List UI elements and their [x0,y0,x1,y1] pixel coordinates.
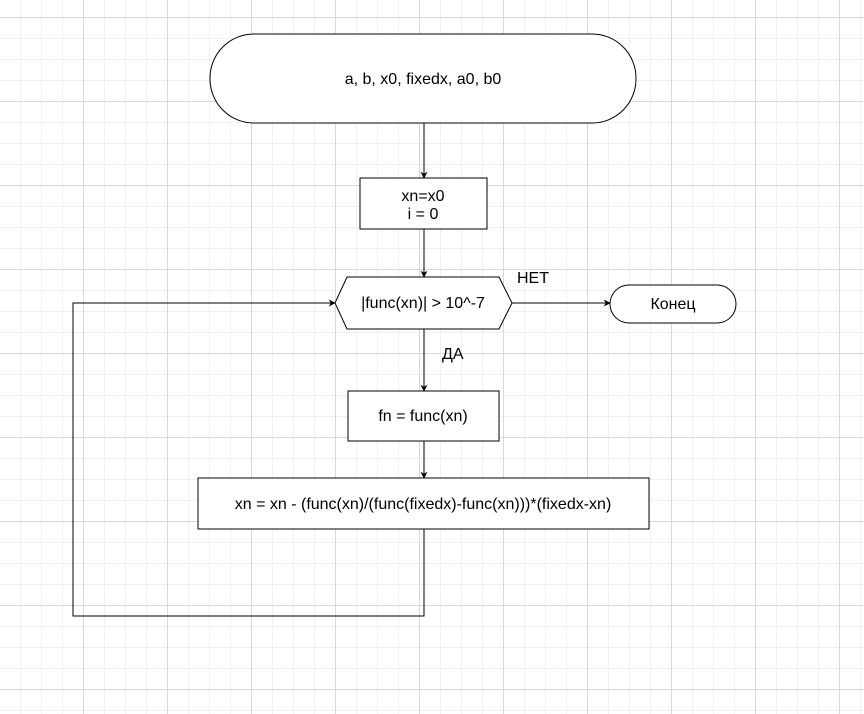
end-label: Конец [650,296,695,313]
no-label: НЕТ [517,270,549,287]
start-node: a, b, x0, fixedx, a0, b0 [209,33,637,124]
start-label: a, b, x0, fixedx, a0, b0 [345,71,502,88]
condition-label: |func(xn)| > 10^-7 [361,295,485,312]
end-shape [609,284,737,324]
init-shape [359,177,488,230]
step2-label: xn = xn - (func(xn)/(func(fixedx)-func(x… [235,496,612,513]
init-node: xn=x0 i = 0 [359,177,488,230]
step2-shape [197,477,650,530]
step1-node: fn = func(xn) [347,390,500,442]
end-node: Конец [609,284,737,324]
step2-node: xn = xn - (func(xn)/(func(fixedx)-func(x… [197,477,650,530]
yes-label: ДА [442,346,464,363]
loop-back-connector [72,299,425,617]
init-label-line1: xn=x0 [401,188,444,205]
step1-label: fn = func(xn) [378,408,467,425]
init-label-line2: i = 0 [408,206,439,223]
step1-shape [347,390,500,442]
start-shape [209,33,637,124]
condition-node: |func(xn)| > 10^-7 [334,276,513,330]
